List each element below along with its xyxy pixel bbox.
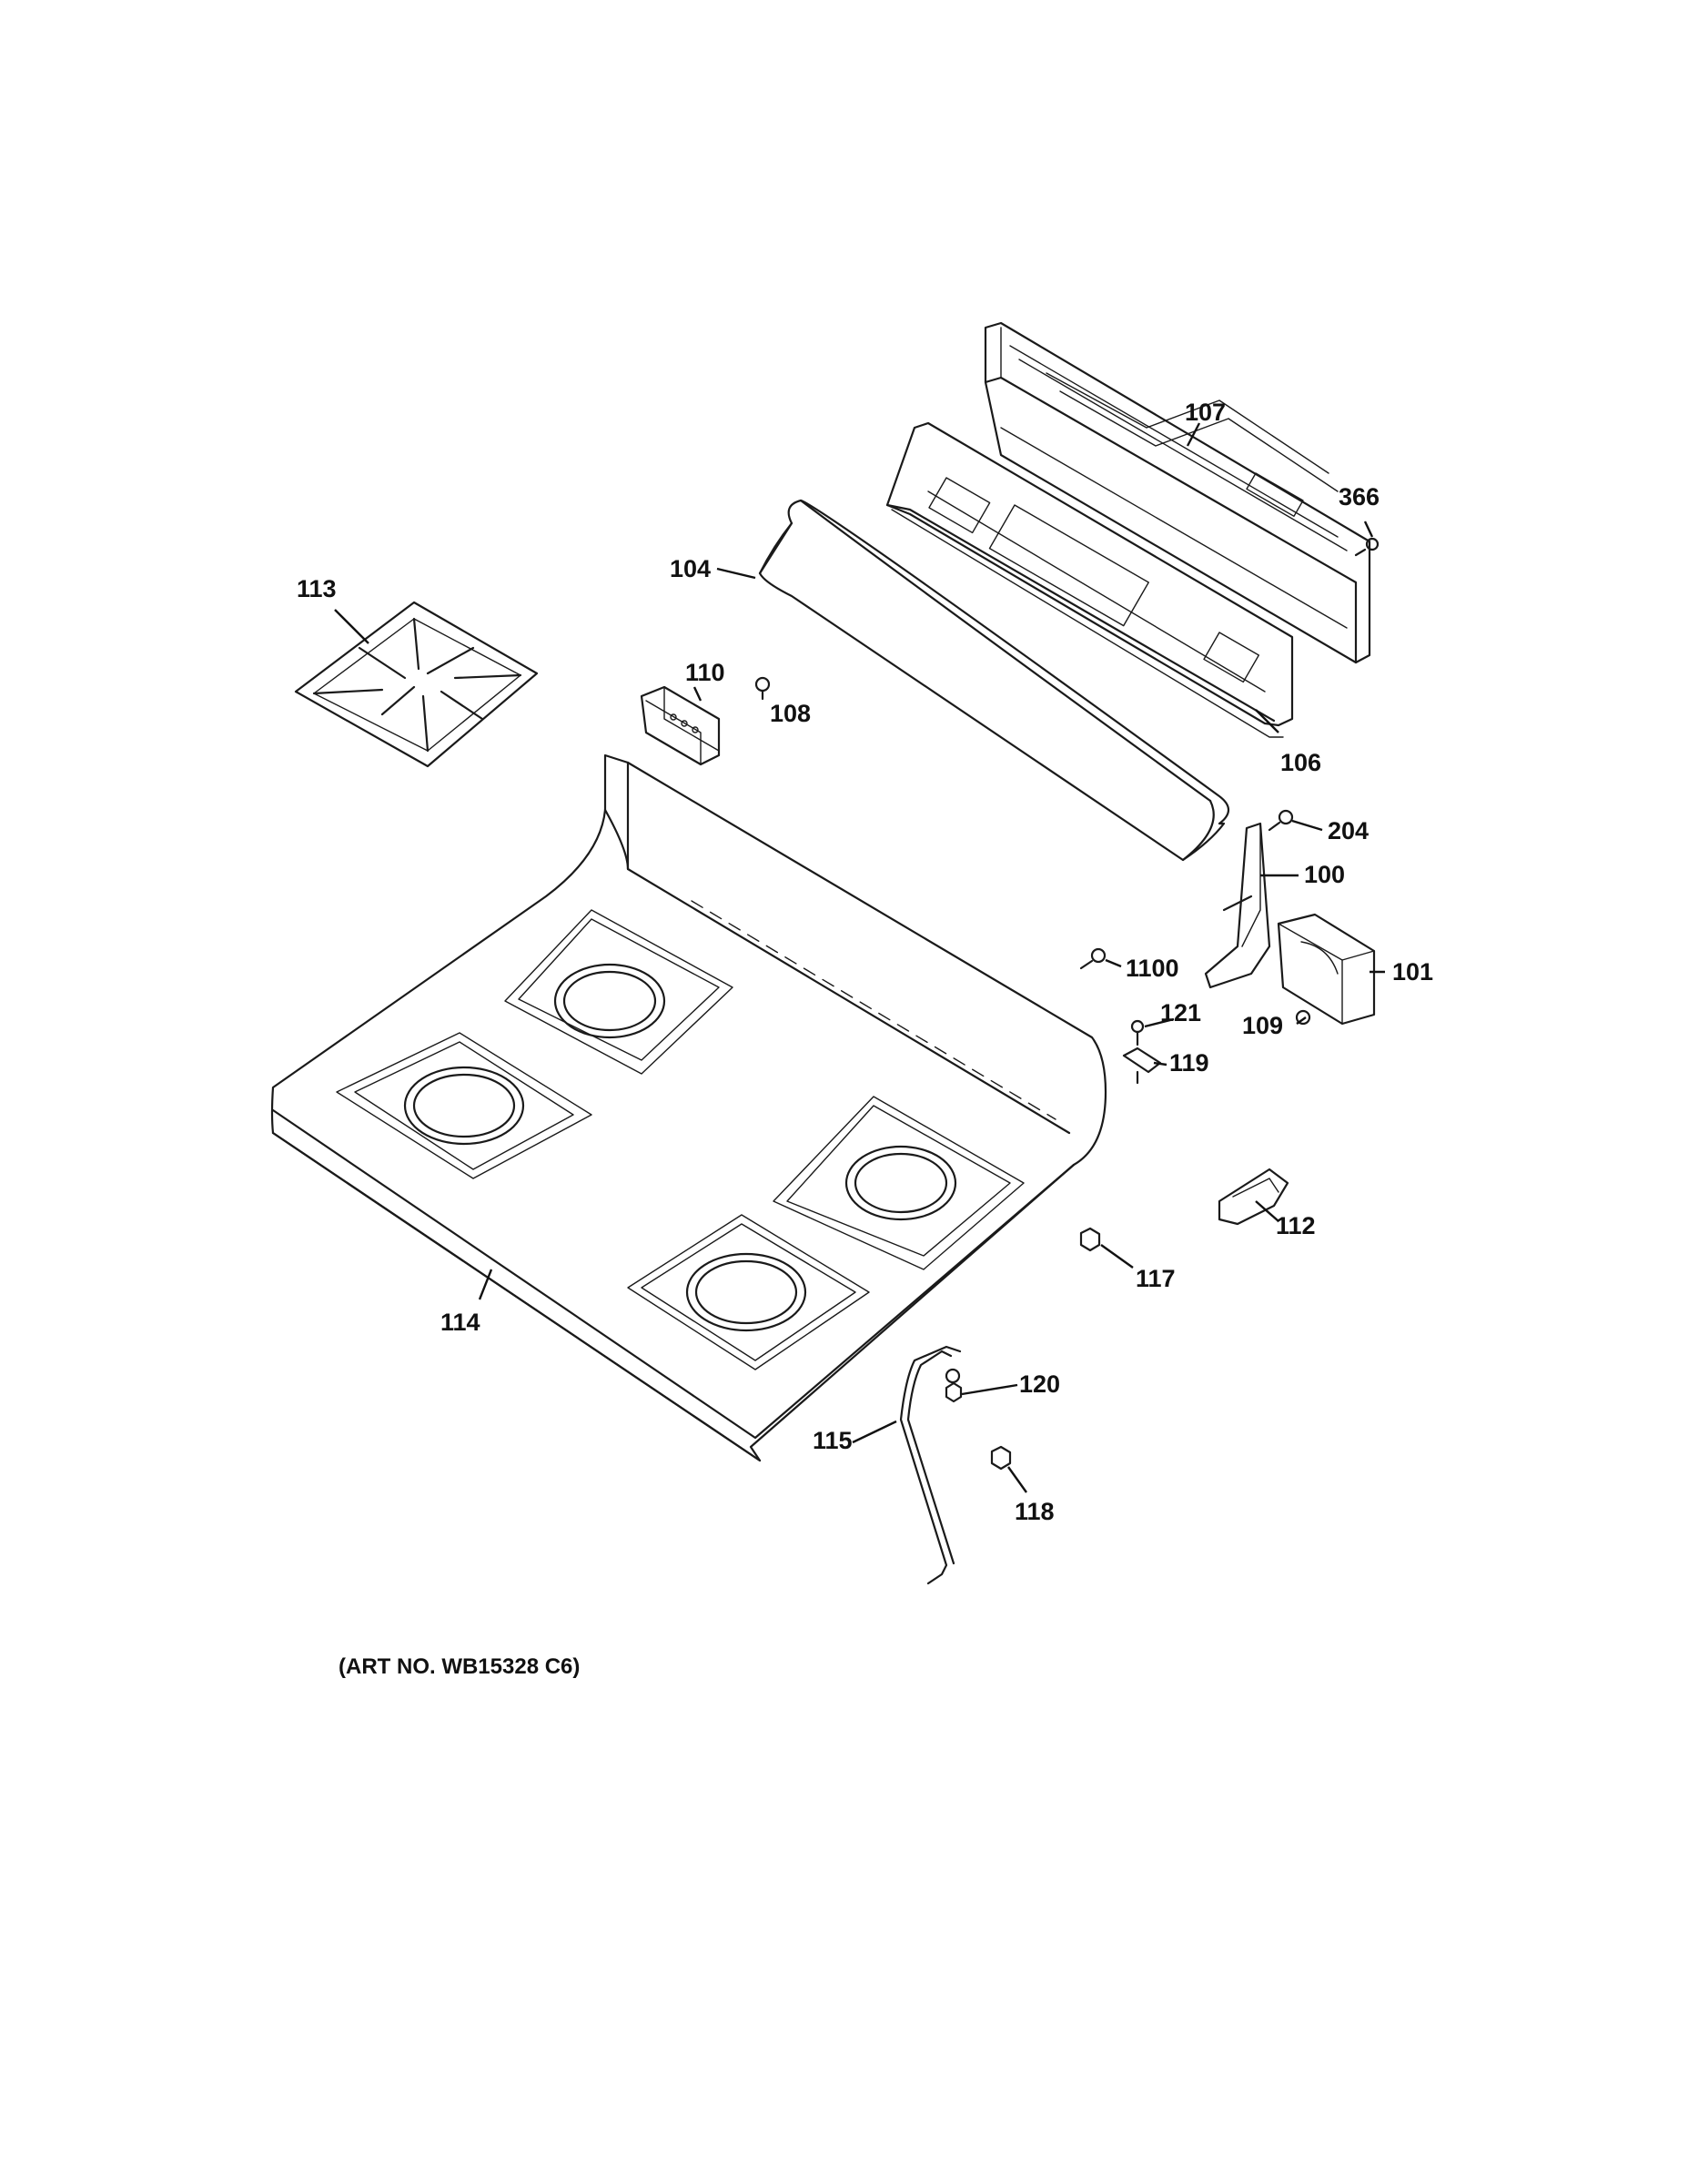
callout-204: 204: [1328, 817, 1370, 844]
art-number-caption: (ART NO. WB15328 C6): [339, 1654, 581, 1679]
screw-121: [1130, 1019, 1145, 1046]
callout-107: 107: [1185, 399, 1227, 426]
burner-grate-113: [294, 601, 539, 768]
callout-119: 119: [1169, 1049, 1209, 1077]
callout-104: 104: [670, 555, 712, 582]
clip-119: [1122, 1046, 1162, 1085]
callout-117: 117: [1136, 1265, 1176, 1292]
callout-101: 101: [1392, 958, 1434, 986]
callout-112: 112: [1276, 1212, 1316, 1239]
screw-109: [1295, 1009, 1311, 1026]
screw-204: [1268, 809, 1294, 832]
callout-366: 366: [1339, 483, 1380, 511]
screw-1100: [1079, 947, 1107, 970]
callout-114: 114: [440, 1309, 480, 1336]
nut-120: [945, 1368, 963, 1403]
backguard-trim-104: [758, 499, 1230, 862]
callout-120: 120: [1019, 1370, 1061, 1398]
cooktop-114: [270, 753, 1107, 1462]
callout-110: 110: [685, 659, 725, 686]
callout-115: 115: [813, 1427, 853, 1454]
spring-112: [1218, 1168, 1289, 1226]
rod-115: [899, 1345, 962, 1585]
callout-109: 109: [1242, 1012, 1284, 1039]
screw-108: [754, 676, 771, 701]
callout-1100: 1100: [1126, 955, 1179, 982]
callout-113: 113: [297, 575, 337, 602]
callout-121: 121: [1160, 999, 1202, 1026]
bracket-101: [1277, 913, 1376, 1026]
screw-366: [1354, 537, 1380, 557]
side-bracket-100: [1204, 822, 1271, 989]
leader-lines: [334, 422, 1385, 1493]
nut-117: [1079, 1227, 1101, 1252]
igniter-module-110: [640, 685, 721, 766]
backsplash-frame-106: [885, 421, 1294, 738]
callout-106: 106: [1280, 749, 1322, 776]
rear-panel-107: [984, 321, 1371, 664]
nut-118: [990, 1445, 1012, 1471]
callout-108: 108: [770, 700, 812, 727]
callout-118: 118: [1015, 1498, 1055, 1525]
callout-100: 100: [1304, 861, 1346, 888]
